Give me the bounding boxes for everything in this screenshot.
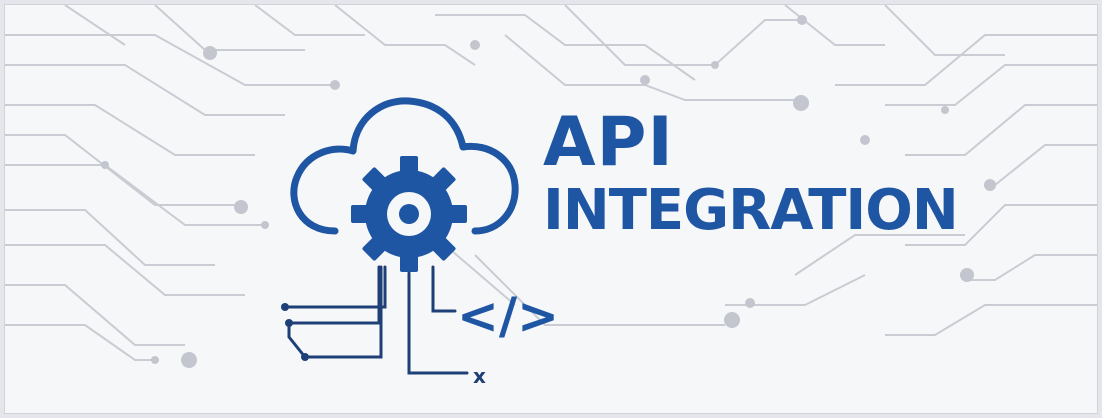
connector-nodes <box>281 303 309 361</box>
connector-x-label: x <box>473 364 486 388</box>
code-brackets-icon: </> <box>457 287 559 345</box>
api-logo-illustration: </> x <box>281 97 559 388</box>
circuit-lines-background <box>5 5 1097 368</box>
cloud-icon <box>290 97 519 235</box>
banner-headline: API INTEGRATION <box>543 103 959 243</box>
api-integration-banner: </> x API INTEGRATION <box>4 4 1098 414</box>
gear-icon <box>351 156 467 272</box>
headline-line-api: API <box>543 103 674 182</box>
connector-lines <box>283 265 469 375</box>
headline-line-integration: INTEGRATION <box>543 178 959 243</box>
